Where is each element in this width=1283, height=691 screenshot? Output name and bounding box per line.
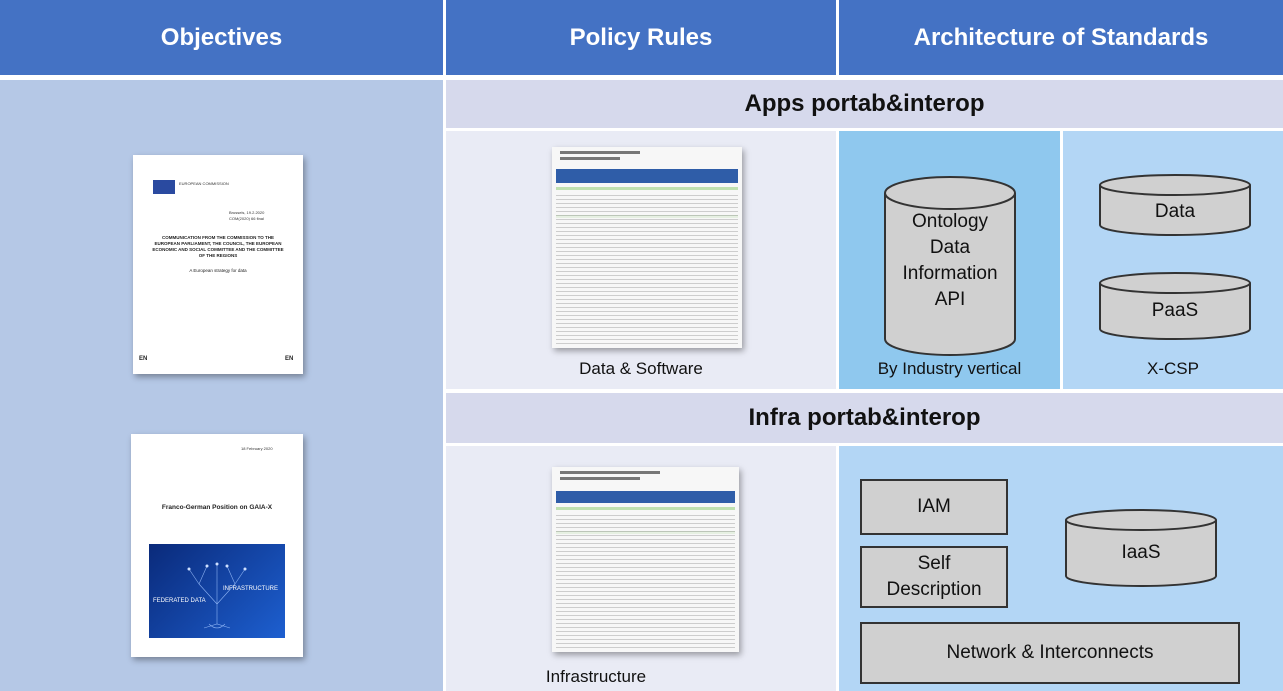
- ontology-cylinder-label: Ontology Data Information API: [883, 209, 1017, 313]
- industry-vertical-panel: Ontology Data Information API By Industr…: [839, 131, 1060, 389]
- iam-box: IAM: [860, 479, 1008, 535]
- iam-label: IAM: [917, 496, 951, 517]
- data-software-policy-table: [552, 147, 742, 348]
- franco-german-position-document: 18 February 2020 Franco-German Position …: [131, 434, 303, 657]
- fg-image-text-left: FEDERATED DATA: [153, 598, 206, 604]
- network-interconnects-box: Network & Interconnects: [860, 622, 1240, 684]
- data-cylinder: [1099, 174, 1251, 236]
- network-interconnects-label: Network & Interconnects: [946, 642, 1154, 663]
- data-software-caption: Data & Software: [579, 359, 703, 378]
- federated-data-infrastructure-image: FEDERATED DATA INFRASTRUCTURE: [149, 544, 285, 638]
- paas-cylinder: [1099, 272, 1251, 340]
- by-industry-caption: By Industry vertical: [877, 359, 1022, 378]
- eu-flag-icon: [153, 180, 175, 194]
- data-cylinder-label: Data: [1154, 201, 1196, 222]
- fg-doc-date: 18 February 2020: [241, 446, 273, 451]
- self-description-box: Self Description: [860, 546, 1008, 608]
- eu-doc-date: Brussels, 19.2.2020: [229, 210, 265, 215]
- fg-doc-title: Franco-German Position on GAIA-X: [161, 504, 273, 511]
- eu-doc-lang-left: EN: [139, 356, 148, 362]
- information-text: Information: [902, 263, 998, 284]
- data-text: Data: [929, 237, 971, 258]
- eu-doc-lang-right: EN: [285, 356, 294, 362]
- apps-policy-panel: Data & Software: [446, 131, 836, 389]
- eu-data-strategy-document: EUROPEAN COMMISSION Brussels, 19.2.2020 …: [133, 155, 303, 374]
- ontology-text: Ontology: [911, 211, 989, 232]
- api-text: API: [934, 289, 966, 310]
- infrastructure-policy-table: [552, 467, 739, 652]
- iaas-cylinder: [1065, 509, 1217, 587]
- eu-doc-title: COMMUNICATION FROM THE COMMISSION TO THE…: [152, 235, 284, 258]
- header-policy-rules-label: Policy Rules: [569, 23, 713, 51]
- header-policy-rules: Policy Rules: [446, 0, 836, 75]
- iaas-cylinder-label: IaaS: [1121, 542, 1161, 563]
- ontology-data-cylinder: [884, 176, 1016, 356]
- infra-architecture-panel: IAM Self Description IaaS Network & Inte…: [839, 446, 1283, 691]
- network-tree-icon: [187, 562, 247, 629]
- infra-policy-panel: Infrastructure: [446, 446, 836, 691]
- eu-org-name: EUROPEAN COMMISSION: [179, 181, 229, 186]
- infrastructure-caption: Infrastructure: [545, 667, 647, 686]
- infra-section-header: Infra portab&interop: [446, 393, 1283, 443]
- paas-cylinder-label: PaaS: [1151, 300, 1199, 321]
- header-architecture: Architecture of Standards: [839, 0, 1283, 75]
- eu-doc-ref: COM(2020) 66 final: [229, 216, 264, 221]
- apps-section-header: Apps portab&interop: [446, 80, 1283, 128]
- apps-section-label: Apps portab&interop: [744, 90, 985, 117]
- self-description-label: Self Description: [886, 553, 982, 600]
- fg-image-text-right: INFRASTRUCTURE: [223, 586, 278, 592]
- header-objectives-label: Objectives: [160, 23, 283, 51]
- xcsp-panel: Data PaaS X-CSP: [1063, 131, 1283, 389]
- header-objectives: Objectives: [0, 0, 443, 75]
- header-architecture-label: Architecture of Standards: [913, 23, 1209, 51]
- xcsp-caption: X-CSP: [1147, 359, 1199, 378]
- infra-section-label: Infra portab&interop: [748, 404, 981, 431]
- eu-doc-subtitle: A European strategy for data: [189, 268, 247, 273]
